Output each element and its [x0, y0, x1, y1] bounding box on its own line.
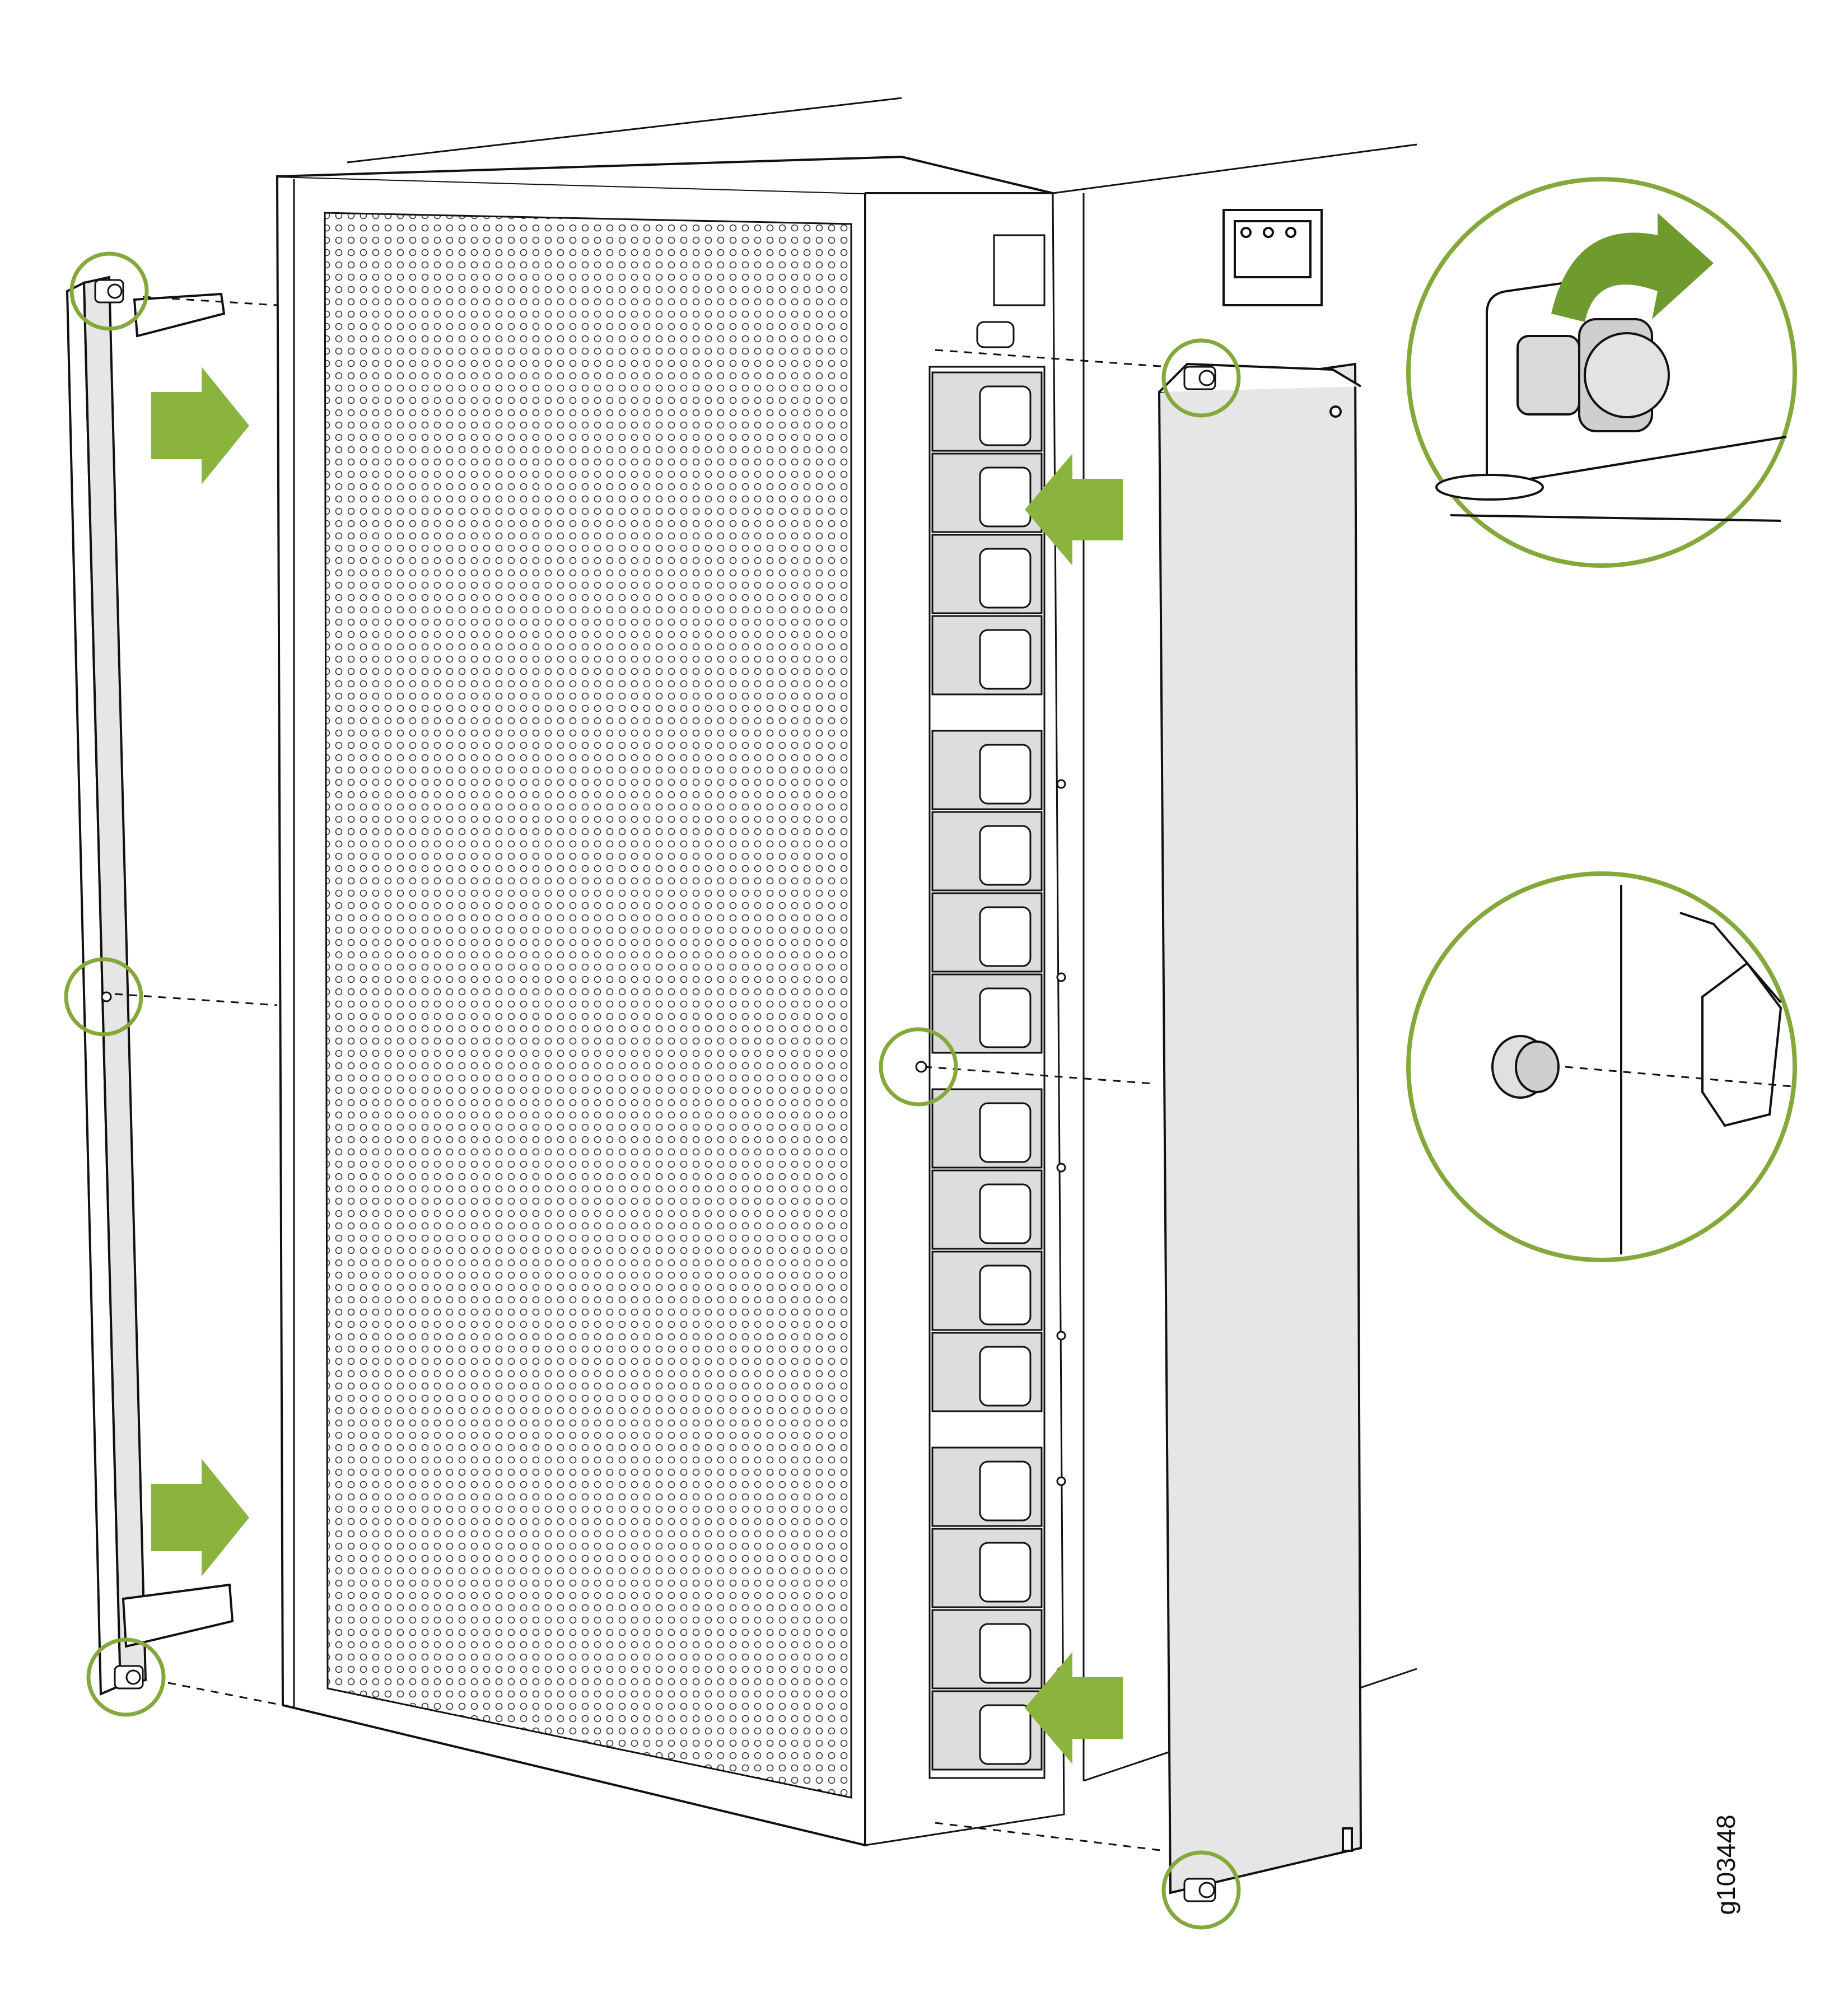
- chassis-handle: [1222, 209, 1323, 306]
- callout-pin-detail: [1406, 871, 1797, 1262]
- standoff-pin-icon: [1491, 1035, 1560, 1099]
- chassis-front-panel: [276, 155, 1053, 1847]
- highlight-mid-left-pin: [64, 957, 143, 1037]
- rotate-arrow-icon: [1551, 213, 1714, 322]
- left-arrow-icon: [1025, 454, 1123, 1764]
- callout-magnifier-icon: [1406, 177, 1797, 568]
- highlight-top-left-screw: [69, 251, 149, 331]
- left-bracket: [66, 276, 234, 1696]
- highlight-mid-bay-pin: [879, 1027, 958, 1107]
- module-bay: [864, 192, 1066, 1846]
- alignment-guides: [114, 296, 1168, 1852]
- figure-id-label: g103448: [1711, 1814, 1740, 1915]
- thumbscrew-detail: [1516, 318, 1670, 432]
- right-cover-panel: [1158, 362, 1362, 1894]
- thumbscrew-icon: [94, 279, 1216, 1902]
- highlight-top-right-screw: [1161, 338, 1241, 418]
- right-arrow-icon: [151, 367, 249, 1576]
- highlight-bottom-right-screw: [1161, 1850, 1241, 1930]
- highlight-bottom-left-screw: [86, 1637, 166, 1717]
- highlight-circles: [64, 251, 1241, 1930]
